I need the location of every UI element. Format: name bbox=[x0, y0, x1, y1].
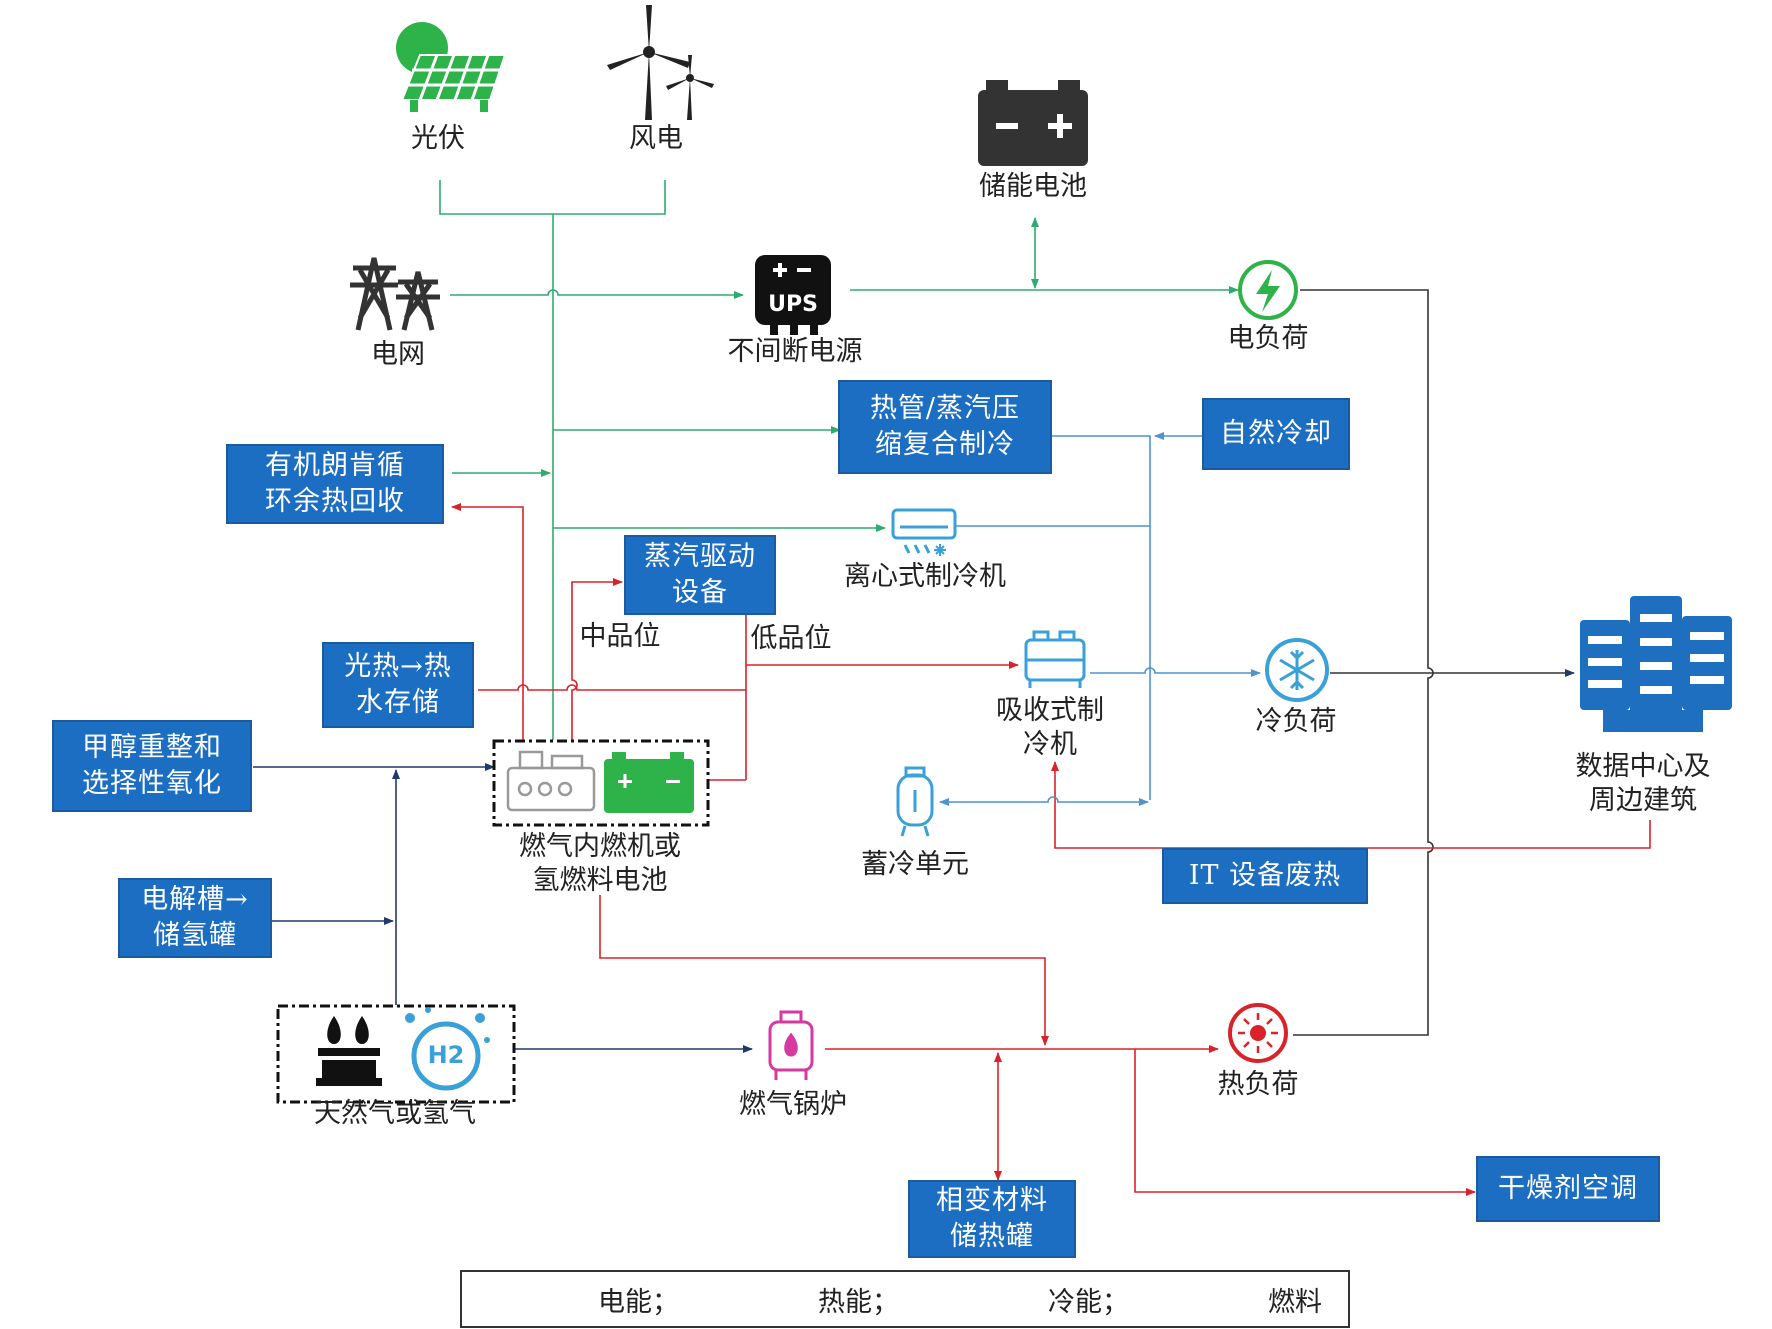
heatpipe-out bbox=[1052, 435, 1151, 800]
svg-text:UPS: UPS bbox=[768, 292, 818, 317]
absorption-chiller-icon bbox=[1024, 630, 1086, 688]
engine-to-orc bbox=[451, 503, 524, 740]
it-waste-heat-line bbox=[1051, 761, 1651, 849]
electric-flows bbox=[439, 180, 1239, 740]
storage-link bbox=[939, 796, 1149, 806]
grid-to-ups-line bbox=[450, 289, 744, 299]
gas-engine-icon bbox=[506, 750, 596, 812]
sun-heat-icon bbox=[1228, 1003, 1288, 1063]
wind-turbine-icon bbox=[607, 5, 714, 120]
power-grid-icon bbox=[350, 257, 440, 331]
fuel-cell-battery-icon bbox=[604, 752, 694, 813]
engine-to-steam bbox=[571, 578, 623, 740]
solar-panel-icon bbox=[396, 22, 507, 112]
absorption-to-cold bbox=[1090, 667, 1261, 677]
snowflake-icon bbox=[1265, 638, 1329, 702]
cold-storage-tank-icon bbox=[896, 766, 934, 837]
thermal-flows bbox=[451, 503, 1651, 1196]
datacenter-icon bbox=[1580, 596, 1732, 732]
fuel-flows bbox=[253, 289, 1575, 1053]
pv-line bbox=[439, 180, 666, 215]
battery-icon bbox=[978, 80, 1088, 166]
hydrogen-icon bbox=[405, 1007, 490, 1091]
ups-icon: UPS bbox=[755, 255, 831, 335]
heat-to-desiccant bbox=[1134, 1049, 1476, 1196]
engine-fuelcell-group bbox=[492, 739, 710, 827]
gas-h2-group bbox=[276, 1004, 516, 1104]
lowgrade-to-absorption bbox=[708, 614, 1018, 781]
boiler-icon bbox=[768, 1010, 814, 1080]
gas-flame-icon bbox=[316, 1016, 382, 1086]
engine-to-heatbus bbox=[599, 895, 1049, 1046]
lightning-icon bbox=[1238, 260, 1298, 320]
cold-flows bbox=[939, 432, 1261, 806]
solar-thermal-line bbox=[478, 684, 746, 691]
air-conditioner-icon bbox=[891, 508, 957, 556]
elec-load-to-dc bbox=[1293, 289, 1434, 1036]
